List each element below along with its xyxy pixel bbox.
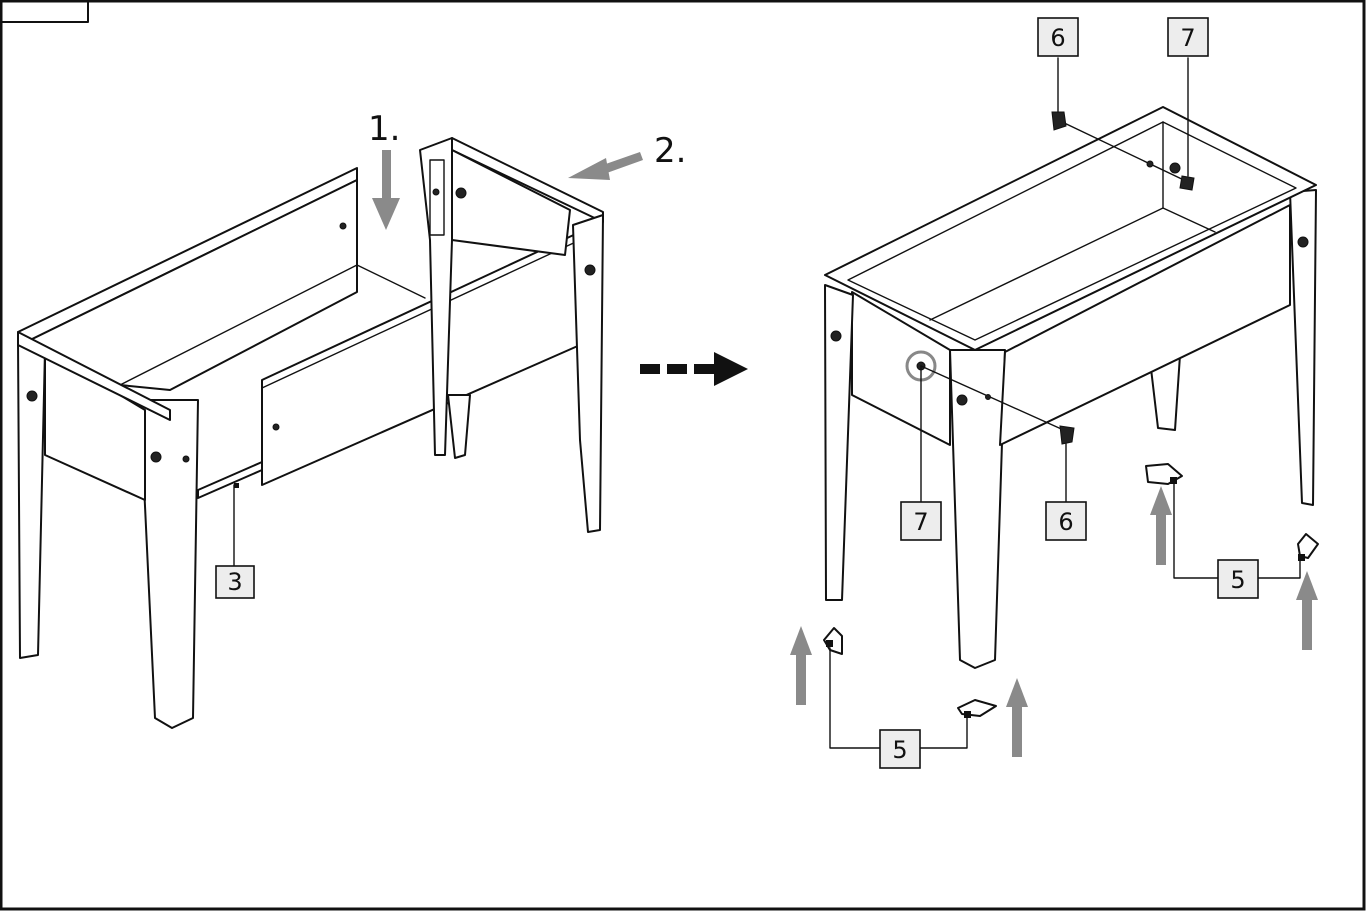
callout-7-side: 7 (900, 501, 942, 541)
bracket-group-back (1145, 463, 1319, 650)
svg-text:7: 7 (1180, 24, 1195, 52)
bracket-icon (823, 627, 843, 655)
left-outer-leg (824, 284, 854, 601)
front-long-panel (999, 204, 1291, 446)
callout-3: 3 (215, 565, 255, 599)
front-corner-leg (949, 349, 1006, 669)
left-figure-planter (17, 137, 604, 729)
right-end-panel (451, 149, 571, 256)
step-2-arrow (568, 152, 643, 180)
bracket-icon (957, 699, 997, 717)
svg-text:6: 6 (1058, 508, 1073, 536)
callout-6-side: 6 (1045, 501, 1087, 541)
side-bolt-assembly (920, 365, 1075, 503)
progression-arrow (640, 352, 748, 386)
callout-7-top: 7 (1167, 17, 1209, 57)
right-back-leg (1289, 189, 1317, 506)
bracket-group-front (790, 626, 1028, 757)
step-2-label: 2. (654, 131, 686, 171)
left-leg-outer (17, 339, 46, 659)
bottom-rail-part3 (197, 461, 263, 499)
left-leg-front (139, 399, 199, 729)
right-leg-front (572, 214, 604, 533)
top-bolt-assembly (1051, 57, 1195, 191)
svg-text:7: 7 (913, 508, 928, 536)
svg-text:6: 6 (1050, 24, 1065, 52)
nut-7-icon (1179, 175, 1195, 191)
callout-6-top: 6 (1037, 17, 1079, 57)
corner-box (0, 0, 89, 23)
left-end-panel (851, 291, 951, 446)
right-leg-back (447, 394, 471, 459)
step-1-label: 1. (368, 109, 400, 149)
bolt-6-icon (1051, 111, 1067, 131)
svg-text:5: 5 (892, 736, 907, 764)
callout-5-back: 5 (1217, 559, 1259, 599)
front-left-rim (17, 331, 171, 421)
svg-text:3: 3 (227, 568, 242, 596)
right-figure-planter (824, 106, 1317, 669)
svg-text:5: 5 (1230, 566, 1245, 594)
bolt-6-side-icon (1059, 425, 1075, 445)
callout-5-front: 5 (879, 729, 921, 769)
step-1-arrow (372, 150, 400, 230)
